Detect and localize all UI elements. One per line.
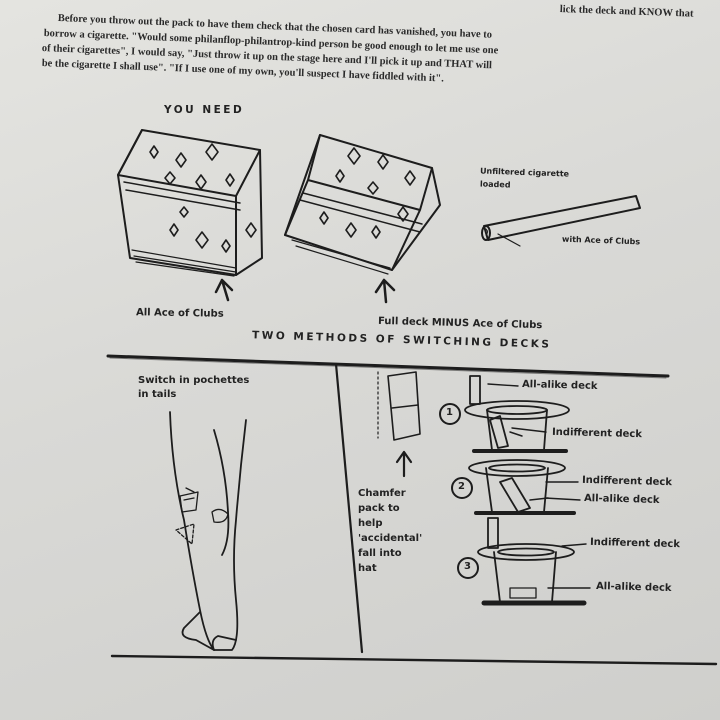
step-3-circle — [457, 557, 479, 579]
chamfer-line-3: 'accidental' — [358, 533, 423, 544]
column-divider — [334, 362, 364, 654]
step-3-top-label: Indifferent deck — [589, 536, 681, 551]
cigarette-illustration — [481, 195, 641, 247]
step-1-top-label: All-alike deck — [521, 379, 598, 392]
heading-rule — [106, 354, 670, 378]
deck-all-ace-illustration — [117, 129, 263, 302]
step-1-circle — [439, 403, 461, 425]
step-3-number: 3 — [464, 561, 471, 572]
hat-step-3-illustration — [477, 517, 587, 606]
step-2-circle — [451, 477, 473, 499]
hat-step-1-illustration — [464, 375, 570, 453]
bottom-rule — [110, 654, 718, 666]
step-2-bottom-label: All-alike deck — [583, 493, 660, 506]
chamfer-line-5: hat — [358, 563, 377, 574]
chamfer-line-0: Chamfer — [358, 488, 406, 499]
step-1-bottom-label: Indifferent deck — [551, 426, 643, 441]
hat-step-2-illustration — [468, 459, 576, 515]
step-3-bottom-label: All-alike deck — [595, 581, 672, 594]
chamfer-line-1: pack to — [358, 503, 400, 514]
cigarette-caption-line2: loaded — [479, 179, 511, 190]
step-2-number: 2 — [458, 481, 465, 492]
tails-figure-illustration — [169, 411, 247, 651]
chamfer-pack-illustration — [377, 371, 421, 478]
step-1-number: 1 — [446, 407, 453, 418]
you-need-heading: YOU NEED — [164, 104, 245, 116]
chamfer-line-4: fall into — [358, 548, 402, 559]
pochettes-caption-line2: in tails — [138, 389, 177, 400]
deck-minus-ace-illustration — [284, 134, 441, 304]
step-2-top-label: Indifferent deck — [581, 474, 673, 489]
pochettes-caption-line1: Switch in pochettes — [138, 375, 250, 386]
chamfer-line-2: help — [358, 518, 383, 529]
deck1-caption: All Ace of Clubs — [135, 307, 224, 320]
